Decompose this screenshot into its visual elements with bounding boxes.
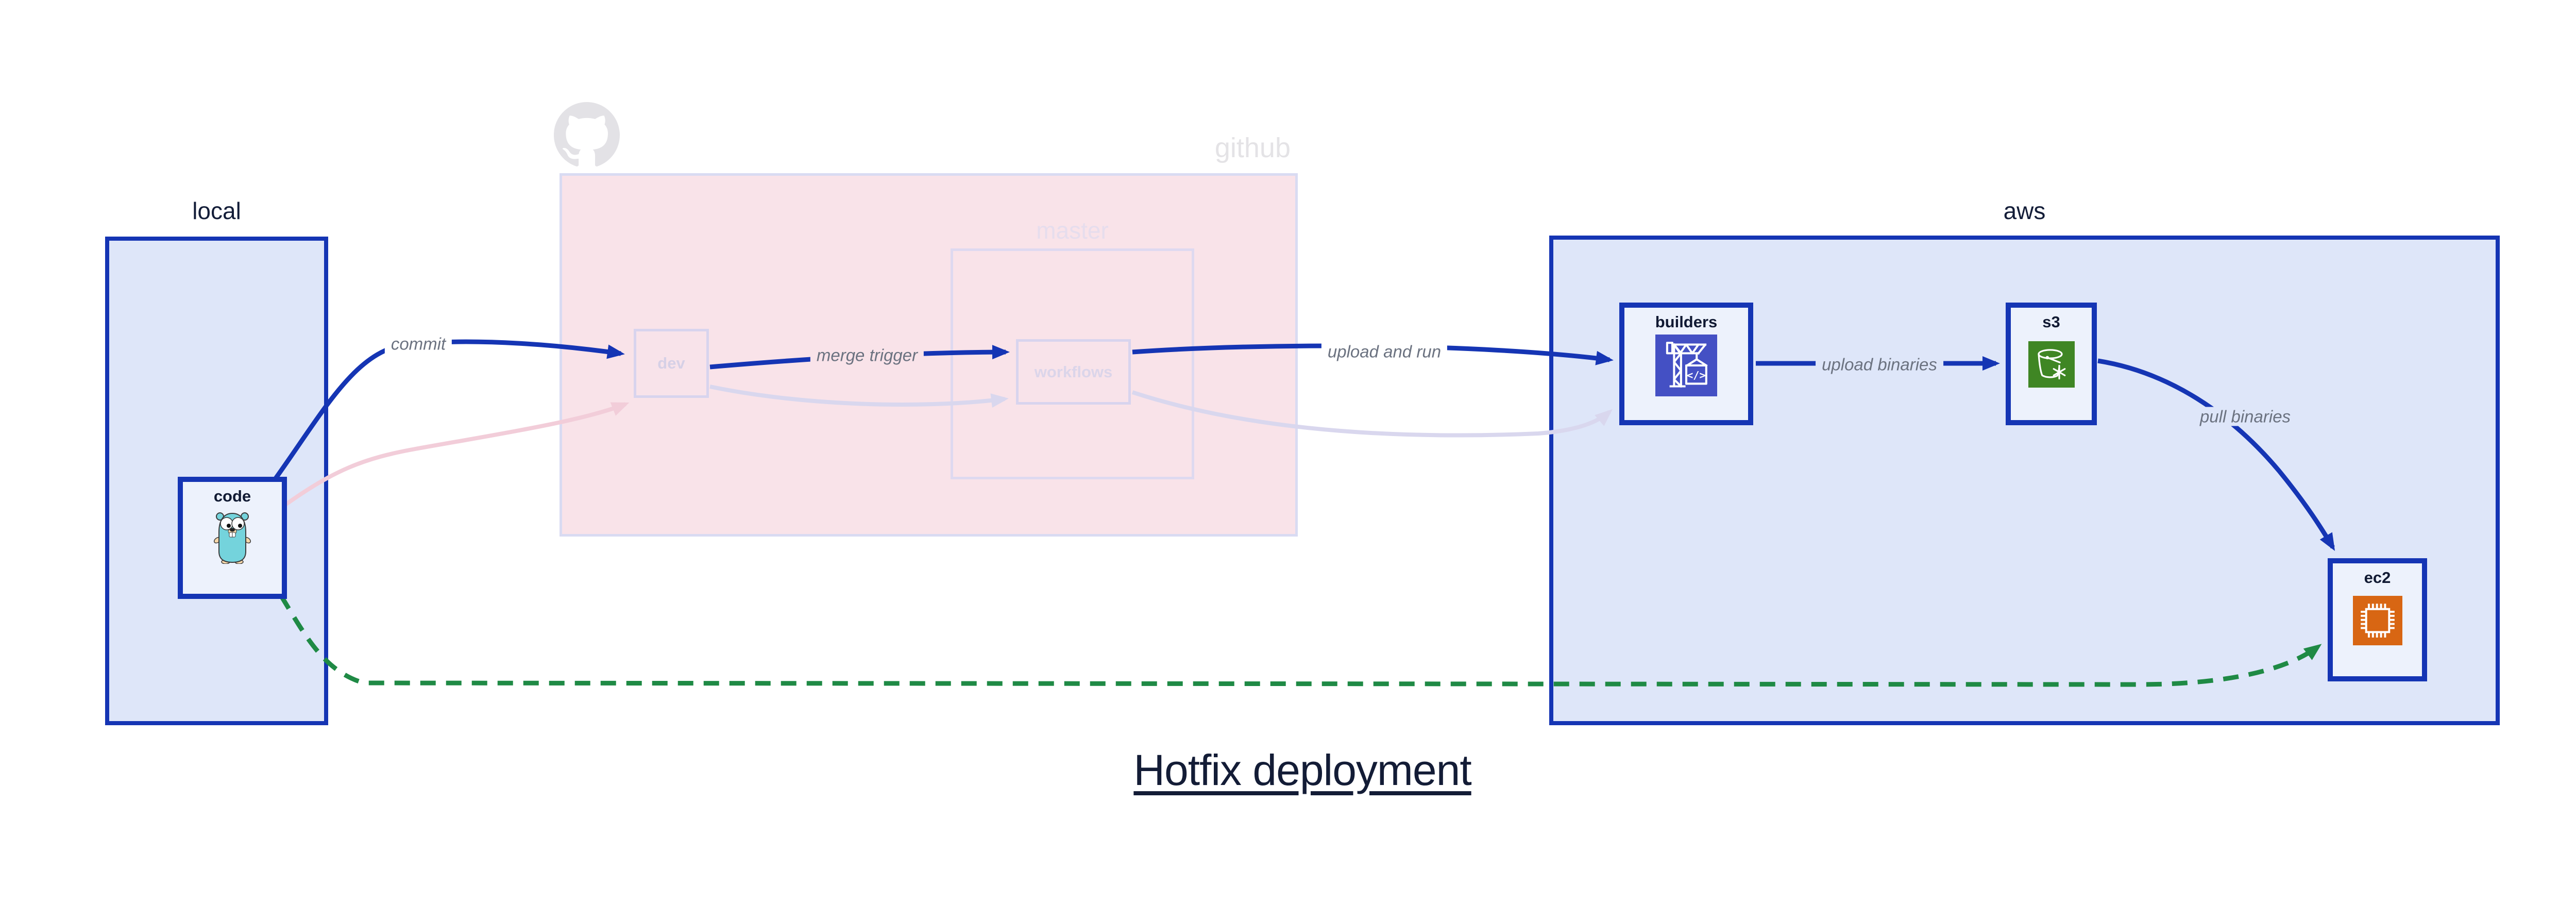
node-workflows: workflows	[1016, 339, 1131, 405]
edge-pull-binaries	[2097, 358, 2335, 551]
edge-label-pull-binaries: pull binaries	[2193, 407, 2297, 426]
edge-label-upload-binaries: upload binaries	[1816, 355, 1943, 374]
node-dev: dev	[634, 329, 709, 398]
node-s3-label: s3	[2042, 313, 2060, 331]
node-ec2-label: ec2	[2364, 569, 2391, 587]
edge-faded-dev-workflows	[709, 385, 1009, 408]
node-code: code	[178, 477, 287, 599]
group-local-label: local	[192, 197, 241, 224]
edge-label-commit: commit	[384, 334, 452, 354]
node-builders: builders </>	[1619, 303, 1753, 425]
node-ec2: ec2	[2328, 558, 2427, 681]
edge-commit	[274, 339, 625, 480]
node-workflows-label: workflows	[1034, 362, 1113, 381]
group-github-label: github	[1214, 132, 1291, 163]
node-code-label: code	[213, 487, 251, 505]
github-octocat-icon	[554, 102, 620, 166]
svg-text:</>: </>	[1687, 369, 1706, 381]
group-master-label: master	[1036, 217, 1109, 244]
edge-label-merge-trigger: merge trigger	[810, 345, 924, 365]
group-master	[951, 248, 1194, 479]
diagram-title: Hotfix deployment	[1133, 746, 1471, 794]
node-dev-label: dev	[657, 354, 685, 373]
edge-label-upload-and-run: upload and run	[1321, 342, 1448, 361]
s3-bucket-icon	[2028, 341, 2075, 388]
node-builders-label: builders	[1655, 313, 1718, 331]
group-aws-label: aws	[2003, 197, 2046, 224]
go-gopher-icon	[213, 510, 251, 564]
codebuild-crane-icon: </>	[1655, 334, 1717, 396]
edge-hotfix-dashed	[279, 594, 2322, 687]
node-s3: s3	[2006, 303, 2097, 425]
edge-faded-code-dev	[282, 402, 630, 508]
ec2-chip-icon	[2352, 595, 2402, 645]
edge-faded-workflows-builders	[1131, 390, 1613, 438]
